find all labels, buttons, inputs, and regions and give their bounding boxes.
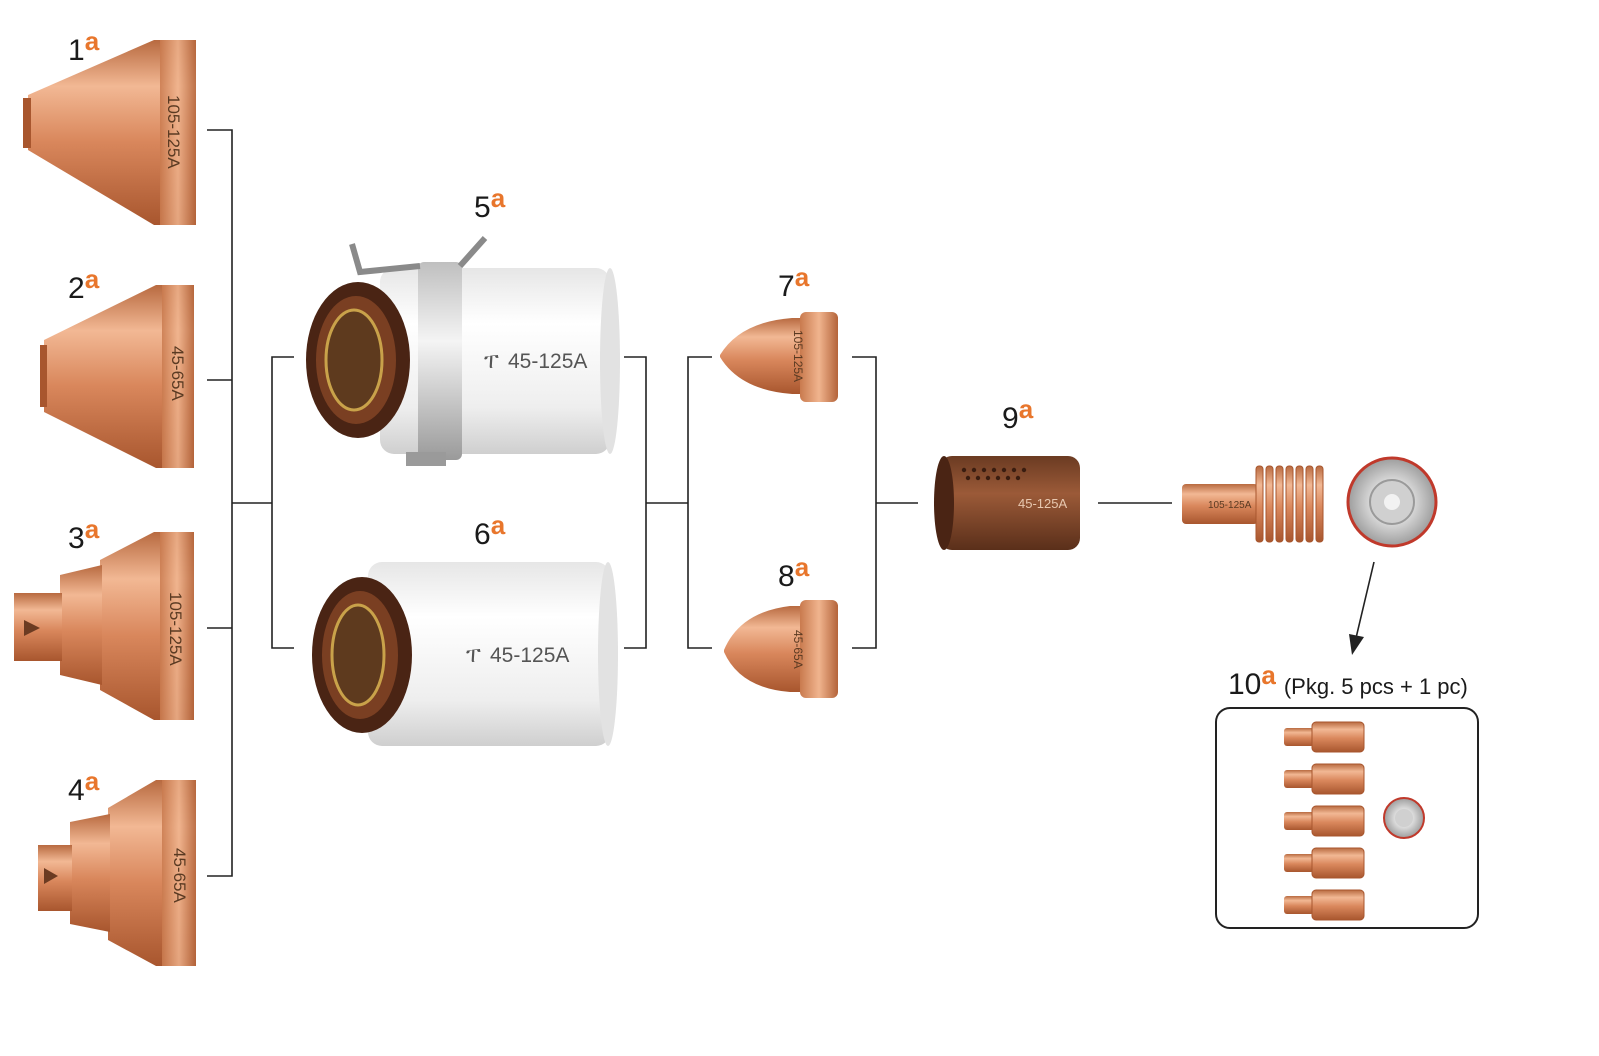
part-5-label: 5a	[474, 183, 506, 224]
package-electrode-3	[1284, 805, 1365, 837]
part-10-label: 10a(Pkg. 5 pcs + 1 pc)	[1228, 660, 1468, 701]
part-1-shield: 105-125A	[23, 40, 196, 225]
part-5-retaining-cap: 45-125A ፐ	[306, 236, 620, 466]
part-7-label: 7a	[778, 262, 810, 303]
package-electrode-1	[1284, 721, 1365, 753]
part-1-marking: 105-125A	[164, 95, 183, 169]
part-4-deflector: 45-65A	[38, 780, 196, 966]
arrow-down-icon	[1349, 634, 1364, 655]
part-7-marking: 105-125A	[791, 330, 805, 382]
package-electrode-5	[1284, 889, 1365, 921]
part-9-swirl-ring: 45-125A	[934, 456, 1080, 550]
part-2-marking: 45-65A	[168, 346, 187, 401]
part-8-marking: 45-65A	[791, 630, 805, 669]
thermacut-logo-icon: ፐ	[466, 644, 481, 667]
part-8-nozzle: 45-65A	[724, 600, 838, 698]
part-2-shield: 45-65A	[40, 285, 194, 468]
connector-lines	[207, 129, 1375, 877]
part-6-retaining-cap: 45-125A ፐ	[312, 562, 618, 746]
part-4-marking: 45-65A	[170, 848, 189, 903]
part-2-label: 2a	[68, 264, 100, 305]
package-electrode-2	[1284, 763, 1365, 795]
insulator-disc	[1346, 456, 1438, 548]
package-electrodes	[1284, 721, 1365, 921]
thermacut-logo-icon: ፐ	[484, 350, 499, 373]
part-1-label: 1a	[68, 26, 100, 67]
part-6-marking: 45-125A	[490, 644, 569, 667]
part-3-deflector: 105-125A	[14, 532, 194, 720]
package-electrode-4	[1284, 847, 1365, 879]
part-3-label: 3a	[68, 514, 100, 555]
part-9-marking: 45-125A	[1018, 496, 1067, 511]
part-6-label: 6a	[474, 510, 506, 551]
part-5-marking: 45-125A	[508, 350, 587, 373]
electrode: 105-125A	[1182, 465, 1324, 543]
part-3-marking: 105-125A	[166, 592, 185, 666]
part-8-label: 8a	[778, 552, 810, 593]
part-9-label: 9a	[1002, 394, 1034, 435]
package-disc	[1383, 797, 1425, 839]
part-4-label: 4a	[68, 766, 100, 807]
package-box	[1215, 707, 1479, 929]
electrode-marking: 105-125A	[1208, 500, 1252, 511]
part-7-nozzle: 105-125A	[720, 312, 838, 402]
